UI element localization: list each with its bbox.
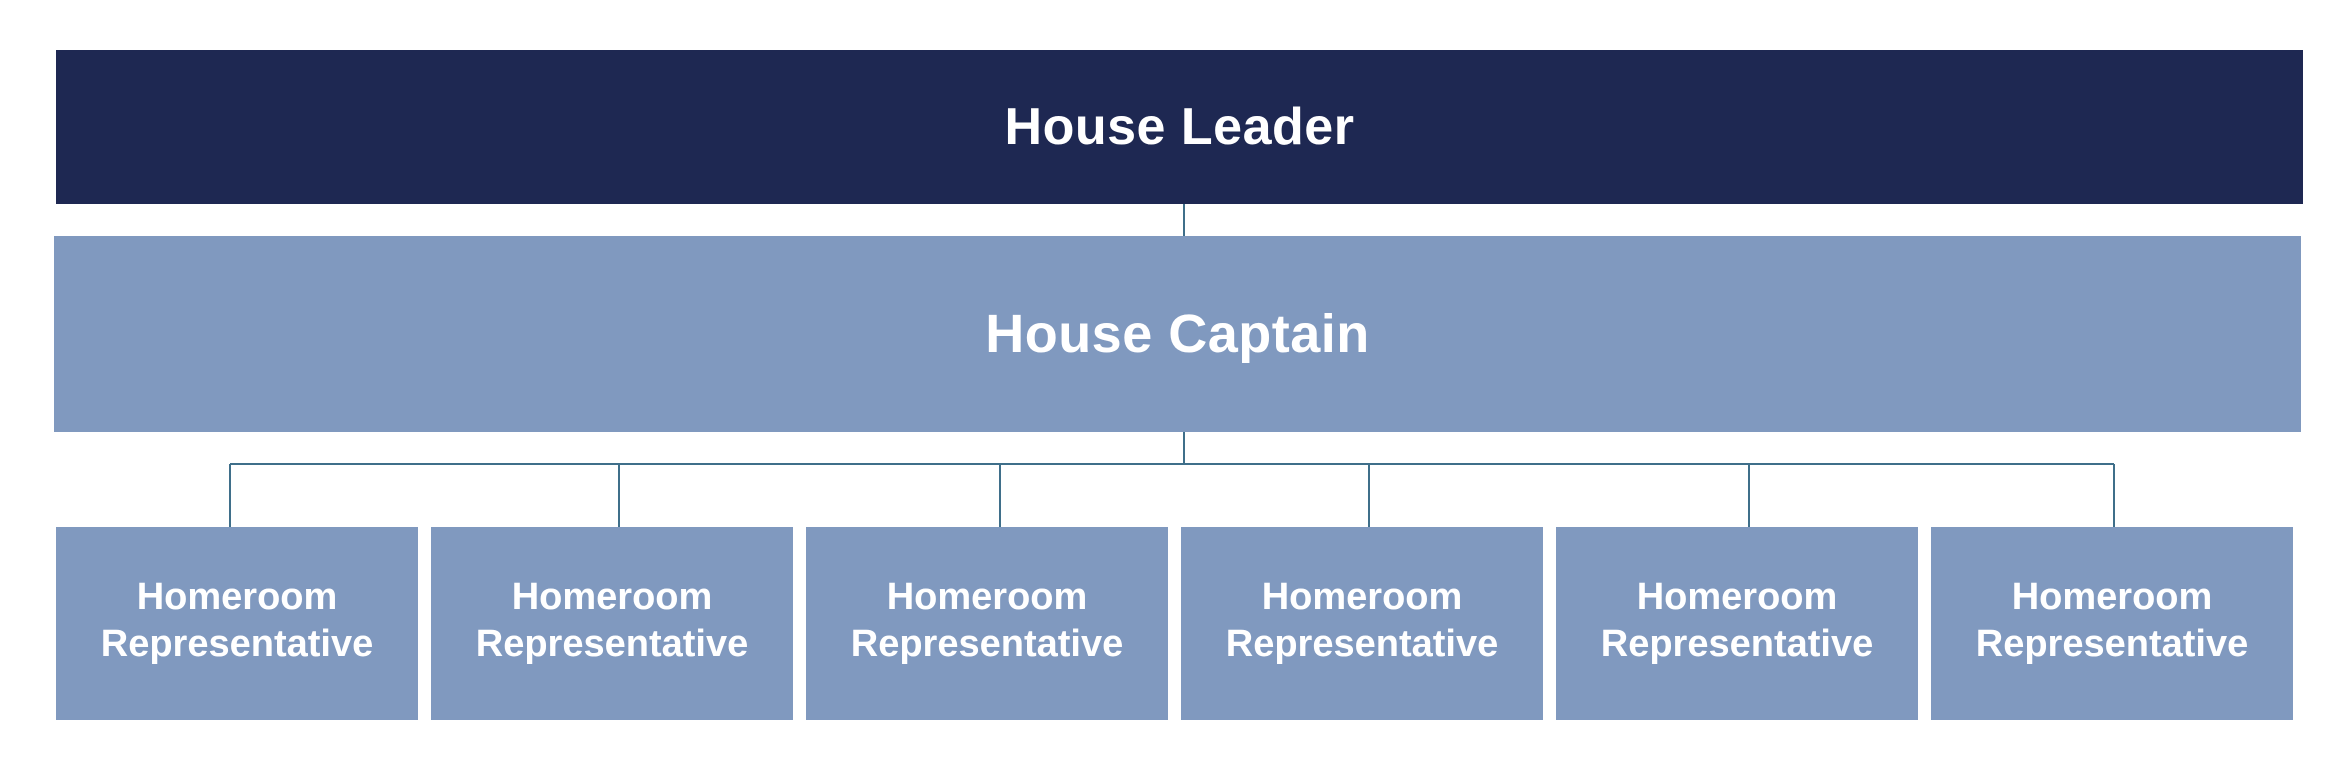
representative-label-line1: Homeroom bbox=[886, 575, 1088, 618]
representative-label-line2: Representative bbox=[1225, 622, 1499, 665]
representative-label-line1: Homeroom bbox=[2011, 575, 2213, 618]
homeroom-representative-box-1: Homeroom Representative bbox=[56, 527, 418, 720]
representative-label-line2: Representative bbox=[475, 622, 749, 665]
representative-label-line2: Representative bbox=[100, 622, 374, 665]
homeroom-representative-box-5: Homeroom Representative bbox=[1556, 527, 1918, 720]
house-leader-label: House Leader bbox=[1004, 98, 1355, 156]
homeroom-representative-box-2: Homeroom Representative bbox=[431, 527, 793, 720]
representative-label-line1: Homeroom bbox=[511, 575, 713, 618]
homeroom-representative-box-4: Homeroom Representative bbox=[1181, 527, 1543, 720]
homeroom-representative-box-3: Homeroom Representative bbox=[806, 527, 1168, 720]
house-leader-box: House Leader bbox=[56, 50, 2303, 204]
representative-label-line2: Representative bbox=[850, 622, 1124, 665]
representative-label-line1: Homeroom bbox=[1636, 575, 1838, 618]
house-captain-label: House Captain bbox=[985, 304, 1370, 364]
representative-label-line1: Homeroom bbox=[1261, 575, 1463, 618]
homeroom-representative-box-6: Homeroom Representative bbox=[1931, 527, 2293, 720]
representative-label-line1: Homeroom bbox=[136, 575, 338, 618]
house-captain-box: House Captain bbox=[54, 236, 2301, 432]
representative-label-line2: Representative bbox=[1975, 622, 2249, 665]
representative-label-line2: Representative bbox=[1600, 622, 1874, 665]
